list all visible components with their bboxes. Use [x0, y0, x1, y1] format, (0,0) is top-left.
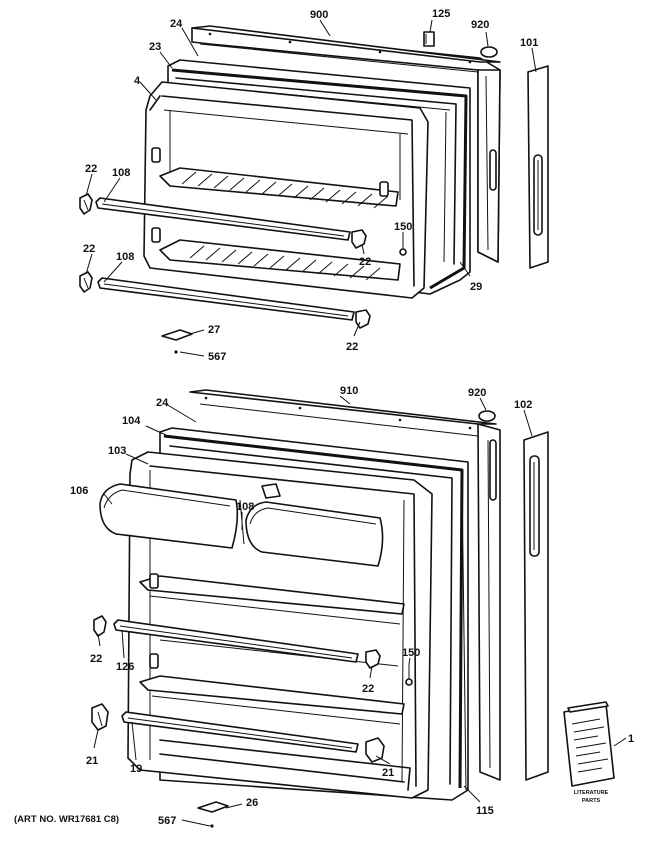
art-number: (ART NO. WR17681 C8) — [14, 814, 119, 825]
callout-22-b: 22 — [83, 243, 95, 255]
callout-29: 29 — [470, 281, 482, 293]
bracket-27-upper — [161, 329, 193, 354]
callout-19: 19 — [130, 763, 142, 775]
door-liner-4 — [143, 81, 429, 299]
door-handle-101 — [527, 65, 549, 269]
shelf-bar-108-lower — [97, 277, 355, 321]
bar-clip-22-a — [79, 193, 93, 215]
bar-clip-22-b — [79, 271, 93, 293]
bar-clip-21-a — [91, 703, 109, 731]
callout-115: 115 — [476, 805, 494, 817]
callout-108-a: 108 — [112, 167, 130, 179]
callout-26: 26 — [246, 797, 258, 809]
callout-22-c: 22 — [359, 256, 371, 268]
callout-22-d: 22 — [346, 341, 358, 353]
callout-21-a: 21 — [86, 755, 98, 767]
callout-900: 900 — [310, 9, 328, 21]
shelf-bar-108-upper — [95, 197, 351, 241]
callout-567-lower: 567 — [158, 815, 176, 827]
callout-125: 125 — [432, 8, 450, 20]
callout-22-lower-a: 22 — [90, 653, 102, 665]
callout-102: 102 — [514, 399, 532, 411]
callout-24: 24 — [170, 18, 183, 30]
callout-108-b: 108 — [116, 251, 134, 263]
shelf-bar-126 — [113, 619, 359, 663]
callout-567-upper: 567 — [208, 351, 226, 363]
callout-labels-upper: 900 125 920 101 24 23 4 22 108 22 108 15… — [83, 8, 538, 363]
callout-22-a: 22 — [85, 163, 97, 175]
callout-150-lower: 150 — [402, 647, 420, 659]
callout-1: 1 — [628, 733, 634, 745]
bar-clip-21-b — [365, 737, 385, 763]
callout-106: 106 — [70, 485, 88, 497]
fresh-food-door-assembly: LITERATURE PARTS — [91, 389, 615, 828]
callout-920-lower: 920 — [468, 387, 486, 399]
bar-clip-22-lower-a — [93, 615, 107, 637]
callout-101: 101 — [520, 37, 538, 49]
callout-22-lower-b: 22 — [362, 683, 374, 695]
literature-label-line2: PARTS — [582, 798, 601, 804]
door-panel-910 — [189, 389, 501, 781]
screw-150-upper — [399, 240, 407, 256]
door-handle-102 — [523, 431, 549, 781]
literature-parts-booklet: LITERATURE PARTS — [563, 701, 615, 804]
bar-clip-22-c — [351, 229, 367, 249]
callout-4: 4 — [134, 75, 141, 87]
callout-108-lower: 108 — [236, 501, 254, 513]
callout-24-lower: 24 — [156, 397, 169, 409]
screw-150-lower — [405, 664, 413, 686]
callout-910: 910 — [340, 385, 358, 397]
callout-103: 103 — [108, 445, 126, 457]
bar-clip-22-lower-b — [365, 649, 381, 669]
callout-27: 27 — [208, 324, 220, 336]
part-125 — [423, 31, 435, 47]
freezer-door-assembly — [79, 25, 549, 354]
door-panel-900 — [191, 25, 501, 263]
callout-920: 920 — [471, 19, 489, 31]
callout-104: 104 — [122, 415, 141, 427]
bracket-26 — [197, 801, 229, 828]
callout-150: 150 — [394, 221, 412, 233]
shelf-bar-19 — [121, 711, 359, 753]
callout-labels-lower: 910 920 102 24 104 103 106 108 22 126 15… — [70, 385, 634, 827]
literature-label-line1: LITERATURE — [574, 790, 609, 796]
callout-21-b: 21 — [382, 767, 394, 779]
leader-lines — [85, 19, 627, 827]
callout-23: 23 — [149, 41, 161, 53]
dairy-cover-108 — [239, 483, 384, 567]
callout-126: 126 — [116, 661, 134, 673]
plug-920 — [480, 46, 498, 58]
dairy-cover-106 — [99, 483, 239, 549]
plug-920-lower — [478, 410, 496, 422]
